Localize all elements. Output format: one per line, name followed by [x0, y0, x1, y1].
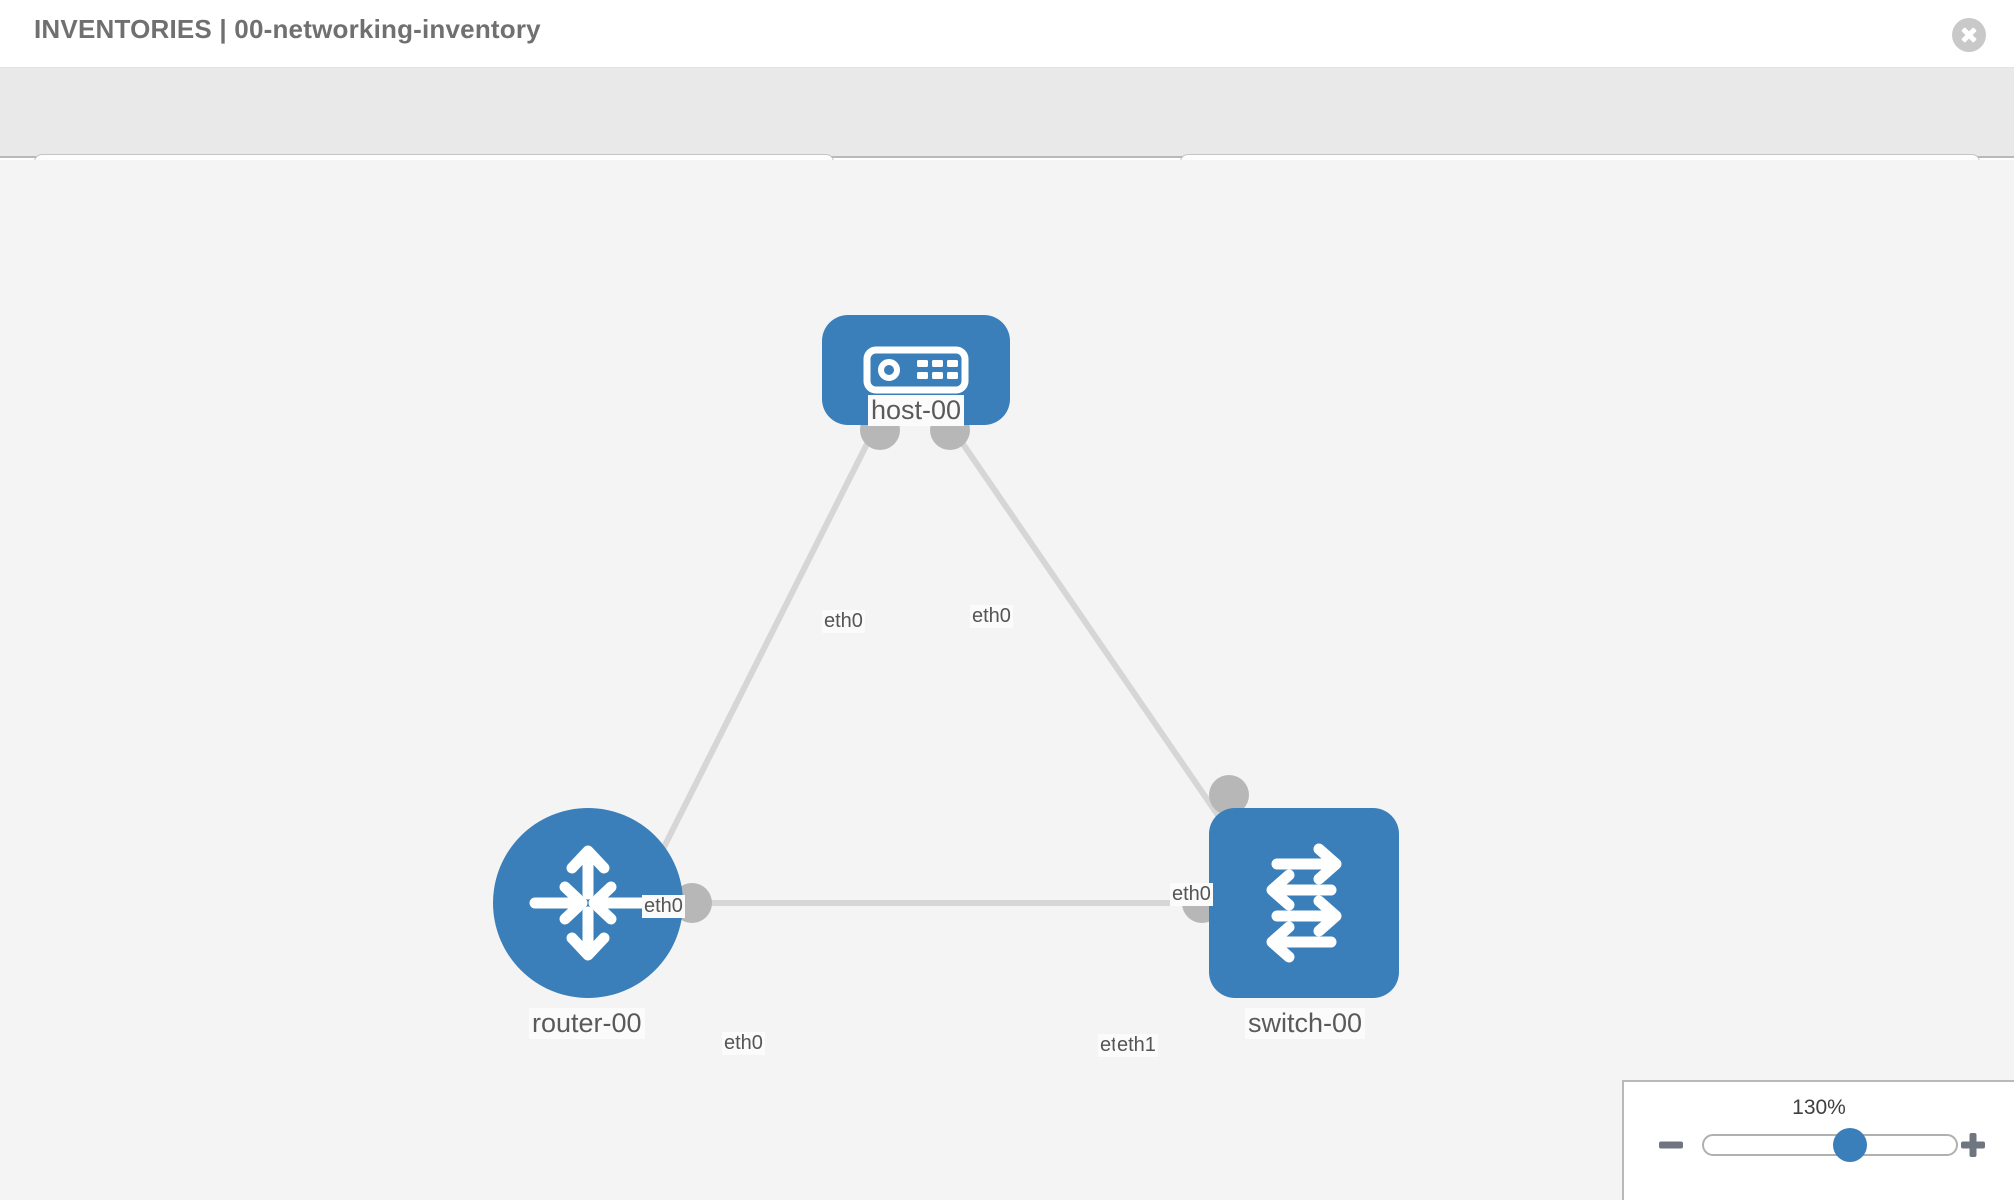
zoom-control-panel: 130% — [1622, 1080, 2014, 1200]
toolbar: ACTIONS SEARCH — [0, 68, 2014, 208]
topology-node-label-router-00: router-00 — [529, 1008, 645, 1039]
edge-label-switch-eth1: eth1 — [1115, 1034, 1158, 1057]
switch-arrows-icon — [1266, 843, 1342, 963]
zoom-slider-thumb[interactable] — [1833, 1128, 1868, 1162]
topology-node-label-switch-00: switch-00 — [1245, 1008, 1366, 1039]
zoom-level-label: 130% — [1792, 1096, 1846, 1119]
router-four-arrows-icon — [529, 845, 647, 961]
topology-canvas[interactable]: host-00 router-00 switch-00 eth0 eth0 et… — [0, 160, 2014, 1200]
zoom-in-button[interactable] — [1958, 1130, 1988, 1160]
link-host-switch — [949, 425, 1238, 843]
topology-node-switch-00[interactable] — [1209, 808, 1399, 998]
edge-label-router-eth0-up: eth0 — [642, 895, 685, 918]
topology-node-label-host-00: host-00 — [868, 395, 965, 426]
topology-links — [657, 425, 1238, 906]
page-title: INVENTORIES | 00-networking-inventory — [34, 14, 541, 44]
zoom-slider[interactable] — [1702, 1128, 1958, 1162]
server-appliance-icon — [863, 346, 969, 394]
edge-label-switch-eth0-up: eth0 — [1170, 883, 1213, 906]
edge-label-host-eth0-right: eth0 — [970, 605, 1013, 628]
edge-label-host-eth0-left: eth0 — [822, 610, 865, 633]
edge-label-router-eth0-right: eth0 — [722, 1032, 765, 1055]
close-icon[interactable] — [1952, 18, 1986, 52]
zoom-out-button[interactable] — [1656, 1130, 1686, 1160]
link-host-router — [657, 425, 878, 858]
titlebar: INVENTORIES | 00-networking-inventory — [0, 0, 2014, 68]
